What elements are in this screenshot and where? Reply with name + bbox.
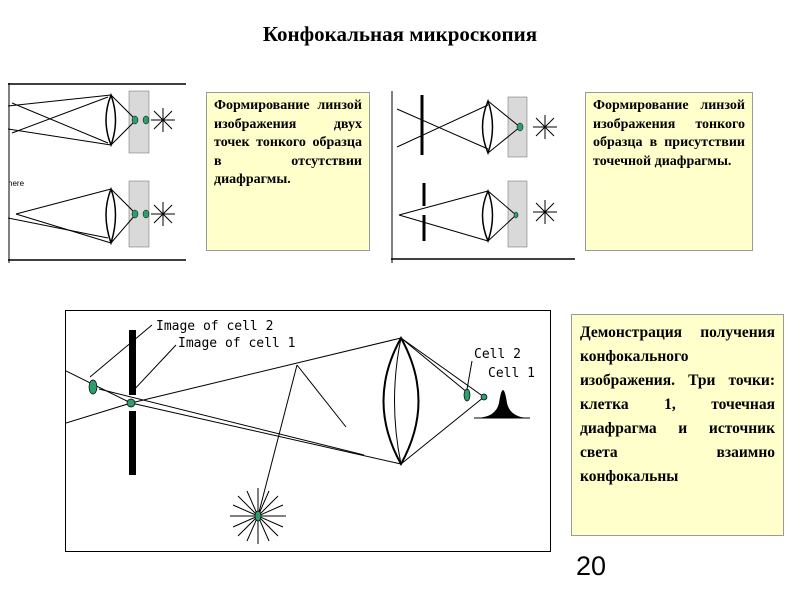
page-number: 20 [576,551,607,581]
pinhole-lower-bar [129,411,136,475]
page-title: Конфокальная микроскопия [262,22,538,46]
cell1-spot [480,393,488,401]
side-label: here [8,179,25,188]
label-image-cell2: Image of cell 2 [156,319,273,334]
label-image-cell1: Image of cell 1 [178,336,295,351]
cell2-spot [463,388,471,402]
diagram-no-aperture: here [8,83,186,263]
image-cell2-spot [88,379,98,395]
confocal-rays [66,337,485,517]
upper-aperture-system [396,95,557,158]
diagram-confocal: Image of cell 2 Image of cell 1 Cell 2 C… [65,310,551,552]
lower-aperture-system [398,180,557,248]
upper-lens-system [8,90,175,154]
lower-lens-system [8,180,175,248]
label-cell2: Cell 2 [474,347,521,362]
light-source-star-upper [151,108,175,132]
objective-lens [382,335,420,467]
signal-peak-icon [477,390,528,418]
light-source-spot [254,510,262,522]
image-cell1-spot [126,398,136,408]
caption-with-aperture: Формирование линзой изображения тонкого … [585,92,753,251]
diagram-with-aperture [391,91,575,263]
light-source-star-lower-2 [533,200,557,224]
light-source-star-lower [151,202,175,226]
light-source-star-upper-2 [533,115,557,139]
pinhole-upper-bar [129,330,136,395]
label-cell1: Cell 1 [488,366,535,381]
caption-no-aperture: Формирование линзой изображения двух точ… [206,92,370,251]
caption-confocal: Демонстрация получения конфокального изо… [571,314,784,536]
